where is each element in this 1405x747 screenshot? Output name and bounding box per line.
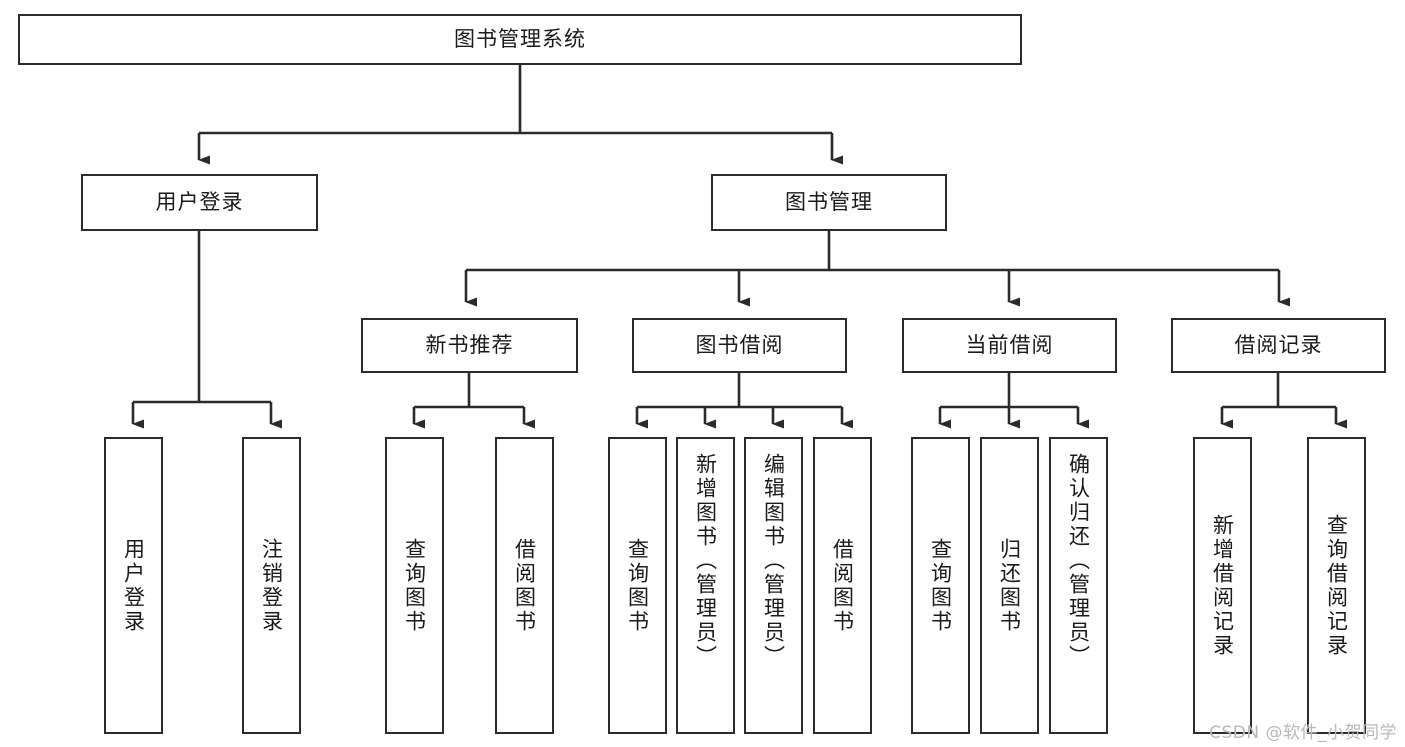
node-user-login[interactable]: 用户登录 [81, 174, 318, 231]
leaf-current-confirm-return-admin[interactable]: 确认归还（管理员） [1049, 437, 1108, 734]
node-new-book-recommend[interactable]: 新书推荐 [361, 318, 578, 373]
watermark-label: CSDN @软件_小贺同学 [1209, 723, 1397, 743]
leaf-user-login-login[interactable]: 用户登录 [104, 437, 163, 734]
node-borrow-record[interactable]: 借阅记录 [1171, 318, 1386, 373]
node-current-borrow[interactable]: 当前借阅 [902, 318, 1117, 373]
leaf-borrow-borrow-book[interactable]: 借阅图书 [813, 437, 872, 734]
leaf-borrow-add-book-admin[interactable]: 新增图书（管理员） [676, 437, 735, 734]
leaf-record-query-record[interactable]: 查询借阅记录 [1307, 437, 1366, 734]
leaf-current-query-book[interactable]: 查询图书 [911, 437, 970, 734]
node-book-borrow[interactable]: 图书借阅 [632, 318, 847, 373]
node-root-system[interactable]: 图书管理系统 [18, 14, 1022, 65]
leaf-user-login-logout[interactable]: 注销登录 [242, 437, 301, 734]
leaf-recommend-query-book[interactable]: 查询图书 [385, 437, 444, 734]
leaf-borrow-query-book[interactable]: 查询图书 [608, 437, 667, 734]
leaf-borrow-edit-book-admin[interactable]: 编辑图书（管理员） [744, 437, 803, 734]
leaf-record-add-record[interactable]: 新增借阅记录 [1193, 437, 1252, 734]
leaf-recommend-borrow-book[interactable]: 借阅图书 [495, 437, 554, 734]
leaf-current-return-book[interactable]: 归还图书 [980, 437, 1039, 734]
node-book-management[interactable]: 图书管理 [711, 174, 947, 231]
